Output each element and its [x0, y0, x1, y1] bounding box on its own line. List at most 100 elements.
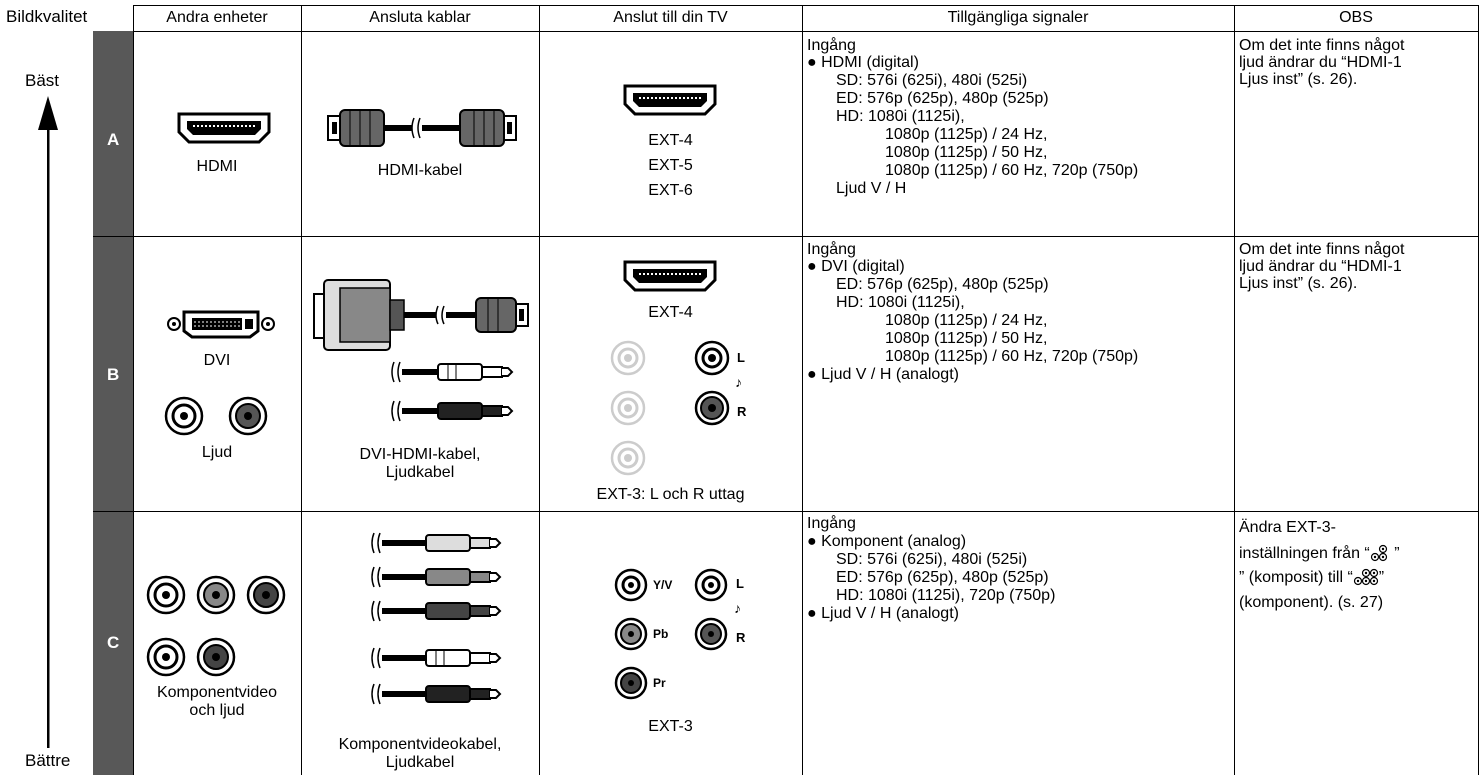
cable-label: Ljudkabel [385, 464, 455, 481]
signals-line: 1080p (1125p) / 60 Hz, 720p (750p) [885, 162, 1139, 179]
audio-jack-dark-icon [196, 637, 236, 677]
note-text: ” [1389, 545, 1400, 563]
grid-line [802, 5, 803, 775]
signals-line: 1080p (1125p) / 50 Hz, [885, 144, 1048, 161]
note-text: ” [1378, 569, 1385, 587]
signals-line: Ingång [807, 241, 856, 258]
note-line: inställningen från “ ” [1239, 544, 1400, 563]
row-b-label: B [107, 365, 120, 384]
rca-cable-black-icon [391, 400, 514, 422]
jack-pb-icon [614, 617, 648, 651]
grid-line [93, 236, 1479, 237]
dvi-hdmi-cable-icon [313, 279, 529, 351]
note-line: Ljus inst” (s. 26). [1239, 71, 1358, 88]
grid-line [93, 31, 1479, 32]
signals-line: 1080p (1125p) / 50 Hz, [885, 330, 1048, 347]
component-cable-dark-icon [371, 600, 502, 622]
tv-input-label: EXT-4 [648, 132, 693, 149]
rca-cable-white-icon [391, 361, 514, 383]
note-line: Ljus inst” (s. 26). [1239, 275, 1358, 292]
cable-label: HDMI-kabel [377, 162, 463, 179]
audio-cable-black-icon [371, 683, 502, 705]
hdmi-cable-icon [327, 109, 517, 147]
column-header-devices: Andra enheter [166, 9, 268, 26]
hdmi-port-icon [177, 112, 271, 144]
column-header-notes: OBS [1339, 9, 1373, 26]
signals-line: 1080p (1125p) / 60 Hz, 720p (750p) [885, 348, 1139, 365]
device-label: Komponentvideo [156, 684, 278, 701]
component-jack-white-icon [146, 575, 186, 615]
jack-pr-icon [614, 666, 648, 700]
row-c-label: C [107, 633, 120, 652]
signals-line: Ingång [807, 515, 856, 532]
quality-arrow [38, 96, 58, 748]
device-label: HDMI [196, 158, 238, 175]
tv-input-label: EXT-5 [648, 157, 693, 174]
audio-jack-white-icon [146, 637, 186, 677]
grid-line [133, 5, 134, 775]
signals-line: Ingång [807, 37, 856, 54]
note-line: ljud ändrar du “HDMI-1 [1239, 54, 1402, 71]
audio-cable-white-icon [371, 647, 502, 669]
note-line: Ändra EXT-3- [1239, 519, 1336, 536]
audio-port-white-icon [164, 396, 204, 436]
row-c-bar [93, 512, 133, 775]
jack-grey-icon [610, 340, 646, 376]
component-jack-dark-icon [246, 575, 286, 615]
row-b-bar [93, 237, 133, 511]
column-header-tv: Anslut till din TV [613, 9, 728, 26]
component-setting-icon [1353, 568, 1378, 586]
signals-line: ED: 576p (625p), 480p (525p) [836, 90, 1049, 107]
jack-y-label: Y/V [653, 578, 673, 592]
signals-line: ● DVI (digital) [807, 258, 905, 275]
jack-r-label: R [736, 630, 746, 645]
note-text: inställningen från “ [1239, 545, 1370, 563]
grid-line [539, 5, 540, 775]
quality-worse-label: Bättre [25, 751, 71, 770]
grid-line [93, 511, 1479, 512]
signals-line: ED: 576p (625p), 480p (525p) [836, 569, 1049, 586]
cable-label: Komponentvideokabel, [338, 736, 502, 753]
jack-grey-icon [610, 390, 646, 426]
signals-line: SD: 576i (625i), 480i (525i) [836, 551, 1028, 568]
tv-input-label: EXT-6 [648, 182, 693, 199]
signals-line: HD: 1080i (1125i), 720p (750p) [836, 587, 1056, 604]
composite-setting-icon [1370, 544, 1387, 562]
device-label: och ljud [189, 702, 245, 719]
jack-pb-label: Pb [653, 627, 669, 641]
tv-input-label: EXT-3: L och R uttag [596, 486, 745, 503]
audio-port-dark-icon [228, 396, 268, 436]
jack-pr-label: Pr [653, 676, 666, 690]
jack-grey-icon [610, 440, 646, 476]
music-note-icon: ♪ [734, 600, 741, 616]
component-jack-grey-icon [196, 575, 236, 615]
signals-line: ● Ljud V / H (analogt) [807, 366, 959, 383]
cable-label: DVI-HDMI-kabel, [359, 446, 481, 463]
jack-l-icon [694, 568, 728, 602]
signals-line: ● HDMI (digital) [807, 54, 919, 71]
grid-line [1234, 5, 1235, 775]
signals-line: HD: 1080i (1125i), [836, 294, 965, 311]
jack-l-label: L [737, 350, 745, 365]
grid-line [1478, 5, 1479, 775]
device-label: DVI [203, 352, 231, 369]
signals-line: ● Ljud V / H (analogt) [807, 605, 959, 622]
quality-best-label: Bäst [25, 71, 60, 90]
tv-input-label: EXT-4 [648, 304, 693, 321]
hdmi-port-icon [623, 260, 717, 292]
jack-y-icon [614, 568, 648, 602]
column-header-cables: Ansluta kablar [369, 9, 471, 26]
row-a-label: A [107, 130, 120, 149]
jack-l-label: L [736, 576, 744, 591]
tv-input-label: EXT-3 [648, 718, 693, 735]
signals-line: 1080p (1125p) / 24 Hz, [885, 126, 1048, 143]
component-cable-grey-icon [371, 566, 502, 588]
column-header-signals: Tillgängliga signaler [947, 9, 1089, 26]
grid-line [133, 5, 1479, 6]
note-line: (komponent). (s. 27) [1239, 594, 1384, 611]
hdmi-port-icon [623, 84, 717, 116]
signals-line: 1080p (1125p) / 24 Hz, [885, 312, 1048, 329]
note-text: ” (komposit) till “ [1239, 569, 1353, 587]
device-label: Ljud [201, 444, 233, 461]
quality-header: Bildkvalitet [6, 7, 88, 26]
